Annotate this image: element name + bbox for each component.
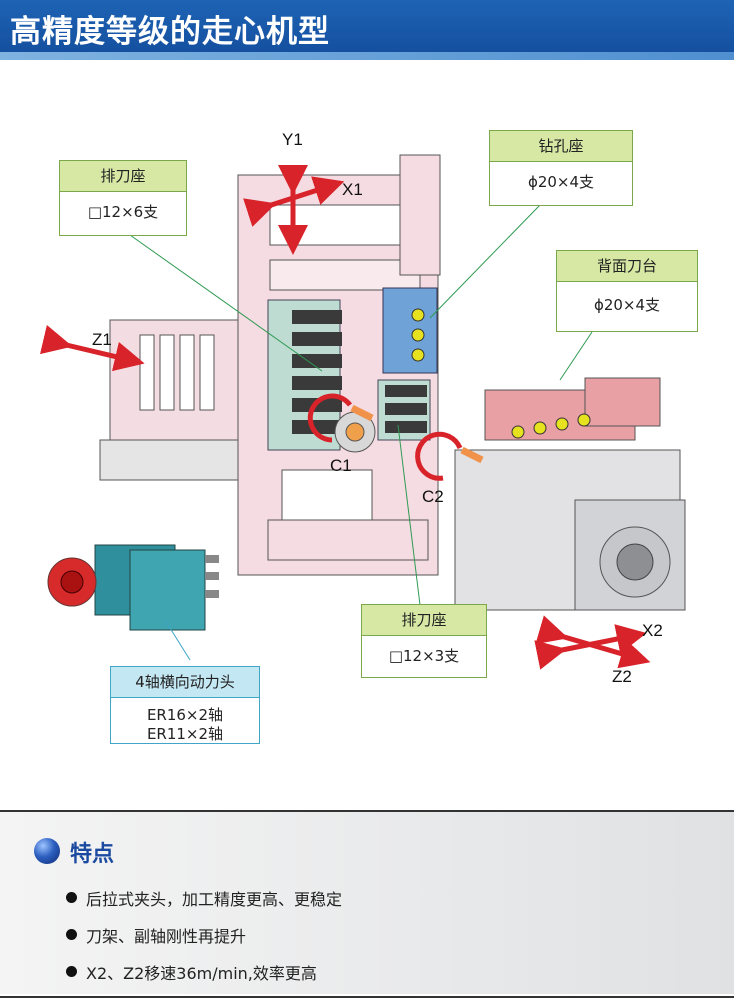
label-value: □12×3支: [388, 647, 460, 665]
axis-x2: X2: [642, 621, 663, 640]
label-value: ER16×2轴 ER11×2轴: [111, 698, 259, 744]
label-title: 4轴横向动力头: [111, 667, 259, 698]
axis-y1: Y1: [282, 130, 303, 149]
c1-rotation-arrow: [307, 393, 374, 443]
features-section: 特点 后拉式夹头，加工精度更高、更稳定 刀架、副轴刚性再提升 X2、Z2移速36…: [0, 812, 734, 994]
label-line-2: ER11×2轴: [146, 725, 224, 743]
label-value: □12×6支: [87, 203, 159, 221]
feature-text: 刀架、副轴刚性再提升: [86, 927, 247, 946]
axis-c2: C2: [422, 487, 444, 506]
label-gang-tool-bottom: 排刀座 □12×3支: [361, 604, 487, 678]
axis-z2: Z2: [612, 667, 632, 686]
page-title: 高精度等级的走心机型: [10, 14, 330, 50]
label-title: 钻孔座: [490, 131, 632, 162]
label-title: 背面刀台: [557, 251, 697, 282]
axis-x1: X1: [342, 180, 363, 199]
label-drill-holder: 钻孔座 ϕ20×4支: [489, 130, 633, 206]
label-gang-tool-top: 排刀座 □12×6支: [59, 160, 187, 236]
feature-text: 后拉式夹头，加工精度更高、更稳定: [86, 890, 343, 909]
header-strip: [0, 52, 734, 60]
drill-holder: [382, 287, 438, 374]
label-value: ϕ20×4支: [593, 296, 661, 314]
label-back-tool-post: 背面刀台 ϕ20×4支: [556, 250, 698, 332]
live-tool-unit: [47, 544, 219, 631]
c2-rotation-arrow: [415, 431, 484, 481]
gang-tool-holder-bottom: [377, 379, 431, 441]
label-title: 排刀座: [362, 605, 486, 636]
gang-tool-holder-top: [267, 299, 342, 451]
bullet-icon: [66, 892, 77, 903]
leader-lines: [129, 204, 593, 606]
bottom-rule: [0, 996, 734, 998]
back-tool-post: [484, 377, 661, 441]
sub-spindle: [454, 449, 686, 611]
feature-text: X2、Z2移速36m/min,效率更高: [86, 964, 317, 983]
features-title: 特点: [70, 842, 115, 867]
header-banner: 高精度等级的走心机型: [0, 0, 734, 52]
label-line-1: ER16×2轴: [146, 706, 224, 724]
bullet-icon: [66, 929, 77, 940]
bullet-icon: [66, 966, 77, 977]
axis-arrows: [39, 165, 651, 670]
label-live-tool: 4轴横向动力头 ER16×2轴 ER11×2轴: [110, 666, 260, 744]
axis-c1: C1: [330, 456, 352, 475]
machine-illustration: Y1 X1 Z1 C1 C2 X2 Z2: [39, 130, 686, 686]
orb-icon: [34, 838, 60, 864]
axis-z1: Z1: [92, 330, 112, 349]
section-divider: [0, 810, 734, 812]
label-value: ϕ20×4支: [527, 173, 595, 191]
label-title: 排刀座: [60, 161, 186, 192]
main-spindle-headstock: [99, 319, 241, 481]
